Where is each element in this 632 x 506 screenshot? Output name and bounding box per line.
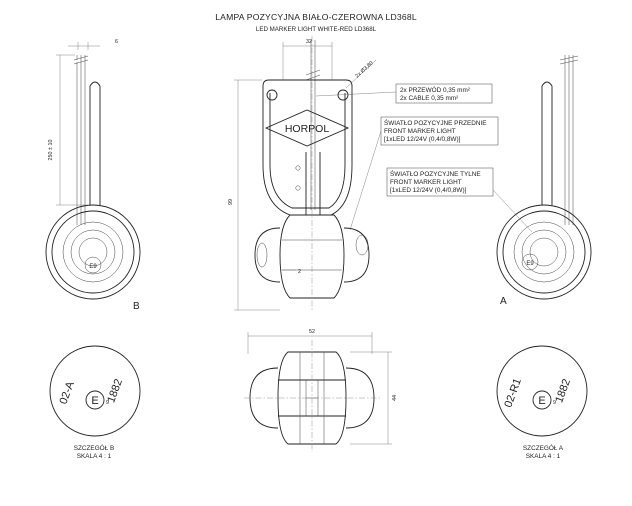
top-width-dim: 32 [306, 39, 312, 45]
rear-light-note: ŚWIATŁO POZYCYJNE TYLNE FRONT MARKER LIG… [386, 167, 533, 233]
front-view: HORPOL 32 2x Ø3,80 99 2 [228, 36, 377, 312]
cable-note: 2x PRZEWÓD 0,35 mm² 2x CABLE 0,35 mm² [315, 83, 493, 104]
inset-dim: 2 [298, 269, 301, 275]
detail-b-caption: SZCZEGÓŁ B [74, 443, 114, 452]
height-dim: 99 [228, 199, 234, 205]
detail-a-cert: 1882 [553, 377, 573, 404]
drawing-title: LAMPA POZYCYJNA BIAŁO-CZEROWNA LD368L [215, 12, 417, 22]
detail-a-caption: SZCZEGÓŁ A [523, 443, 564, 452]
svg-text:FRONT MARKER LIGHT: FRONT MARKER LIGHT [390, 179, 462, 186]
detail-a-mark: E [538, 395, 545, 407]
svg-text:FRONT MARKER LIGHT: FRONT MARKER LIGHT [384, 128, 456, 135]
svg-text:ŚWIATŁO POZYCYJNE TYLNE: ŚWIATŁO POZYCYJNE TYLNE [390, 169, 481, 178]
detail-a-scale: SKALA 4 : 1 [526, 453, 561, 460]
detail-b-cert: 1882 [105, 377, 125, 404]
svg-text:ŚWIATŁO POZYCYJNE PRZEDNIE: ŚWIATŁO POZYCYJNE PRZEDNIE [384, 118, 487, 127]
side-view-b: E9 250 ± 10 6 B [45, 39, 141, 312]
svg-text:2x PRZEWÓD 0,35 mm²: 2x PRZEWÓD 0,35 mm² [400, 85, 470, 94]
drawing-subtitle: LED MARKER LIGHT WHITE-RED LD368L [256, 26, 377, 33]
detail-a-code: 02-R1 [502, 377, 524, 409]
bottom-height-dim: 44 [392, 395, 398, 401]
detail-b-code: 02-A [58, 379, 77, 406]
svg-text:E9: E9 [89, 264, 97, 270]
svg-text:2x CABLE 0,35 mm²: 2x CABLE 0,35 mm² [400, 95, 458, 102]
front-light-note: ŚWIATŁO POZYCYJNE PRZEDNIE FRONT MARKER … [349, 116, 499, 231]
detail-a: 02-R1 E 9 1882 SZCZEGÓŁ A SKALA 4 : 1 [496, 345, 588, 460]
view-label-a: A [500, 296, 507, 307]
detail-a-number: 9 [553, 400, 556, 406]
side-offset-dim: 6 [115, 39, 118, 45]
detail-b-number: 9 [106, 400, 109, 406]
wire-length-dim: 250 ± 10 [48, 140, 54, 161]
brand-logo: HORPOL [285, 123, 330, 135]
bottom-width-dim: 52 [309, 329, 315, 335]
bottom-view: 52 44 [244, 329, 398, 452]
view-label-b: B [133, 301, 140, 312]
svg-text:[1xLED 12/24V (0,4/0,8W)]: [1xLED 12/24V (0,4/0,8W)] [390, 187, 467, 194]
hole-dim: 2x Ø3,80 [354, 60, 374, 79]
svg-text:[1xLED 12/24V (0,4/0,8W)]: [1xLED 12/24V (0,4/0,8W)] [384, 136, 461, 143]
side-view-a: E9 A [496, 55, 592, 307]
detail-b-scale: SKALA 4 : 1 [77, 453, 112, 460]
detail-b-mark: E [91, 395, 98, 407]
detail-b: 02-A E 9 1882 SZCZEGÓŁ B SKALA 4 : 1 [49, 345, 141, 460]
svg-text:E9: E9 [526, 261, 534, 267]
